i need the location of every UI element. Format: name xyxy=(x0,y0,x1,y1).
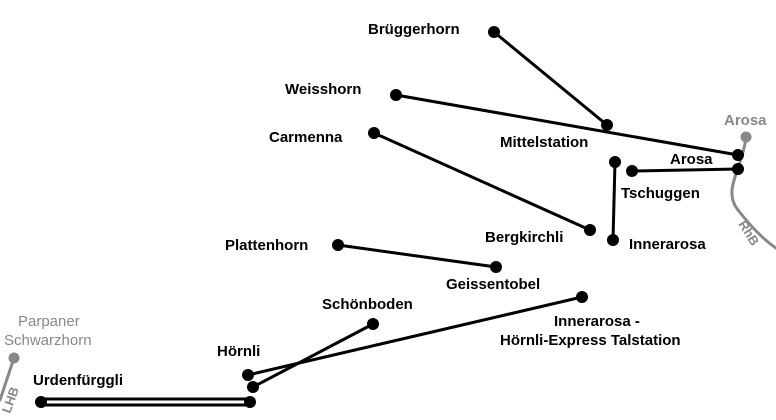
urdenfuerggli-station-dot xyxy=(35,396,47,408)
parpaner-schwarzhorn-dot xyxy=(8,352,20,364)
arosa-rail-label: Arosa xyxy=(724,112,767,129)
arosa-station-dot xyxy=(732,149,744,161)
carmenna-label: Carmenna xyxy=(269,129,343,146)
arosa-label: Arosa xyxy=(670,151,713,168)
lhb-rail-line xyxy=(0,356,16,402)
lift-weisshorn-arosa xyxy=(394,93,740,157)
mittelstation-label: Mittelstation xyxy=(500,134,588,151)
tschuggen-label: Tschuggen xyxy=(621,185,700,202)
rhb-rail-label: RhB xyxy=(735,218,762,249)
arosa-rail-station-dot xyxy=(740,131,752,143)
innerarosa-upper-station-dot xyxy=(609,156,621,168)
weisshorn-station-dot xyxy=(390,89,402,101)
hoernli-lower-station-dot xyxy=(247,381,259,393)
hoernli-station-dot xyxy=(242,369,254,381)
parpaner-label-line1: Parpaner xyxy=(18,313,80,330)
hoernli-label: Hörnli xyxy=(217,343,260,360)
mittelstation-station-dot xyxy=(601,119,613,131)
arosa-lower-station-dot xyxy=(732,163,744,175)
lift-brueggerhorn-mittelstation xyxy=(492,30,609,127)
urdenfuerggli-label: Urdenfürggli xyxy=(33,372,123,389)
schoenboden-label: Schönboden xyxy=(322,296,413,313)
carmenna-station-dot xyxy=(368,127,380,139)
innerarosa-station-dot xyxy=(607,234,619,246)
weisshorn-label: Weisshorn xyxy=(285,81,361,98)
geissentobel-station-dot xyxy=(490,261,502,273)
bergkirchli-label: Bergkirchli xyxy=(485,229,563,246)
urdenfuerggli-end-dot xyxy=(244,396,256,408)
lift-carmenna-bergkirchli xyxy=(372,131,592,232)
lift-innerarosa-vertical xyxy=(611,160,617,242)
lift-schoenboden-hoernli xyxy=(251,322,375,389)
innerarosa-label: Innerarosa xyxy=(629,236,706,253)
brueggerhorn-label: Brüggerhorn xyxy=(368,21,460,38)
lift-plattenhorn-geissentobel xyxy=(336,243,498,269)
plattenhorn-label: Plattenhorn xyxy=(225,237,308,254)
innerarosa-talstation-dot xyxy=(576,291,588,303)
rhb-rail-line xyxy=(730,135,776,250)
brueggerhorn-station-dot xyxy=(488,26,500,38)
innerarosa-talstation-label-line2: Hörnli-Express Talstation xyxy=(500,332,681,349)
innerarosa-talstation-label-line1: Innerarosa - xyxy=(554,313,640,330)
tschuggen-station-dot xyxy=(626,165,638,177)
lift-arosa-tschuggen xyxy=(630,167,740,173)
schoenboden-station-dot xyxy=(367,318,379,330)
plattenhorn-station-dot xyxy=(332,239,344,251)
parpaner-label-line2: Schwarzhorn xyxy=(4,332,92,349)
bergkirchli-station-dot xyxy=(584,224,596,236)
geissentobel-label: Geissentobel xyxy=(446,276,540,293)
